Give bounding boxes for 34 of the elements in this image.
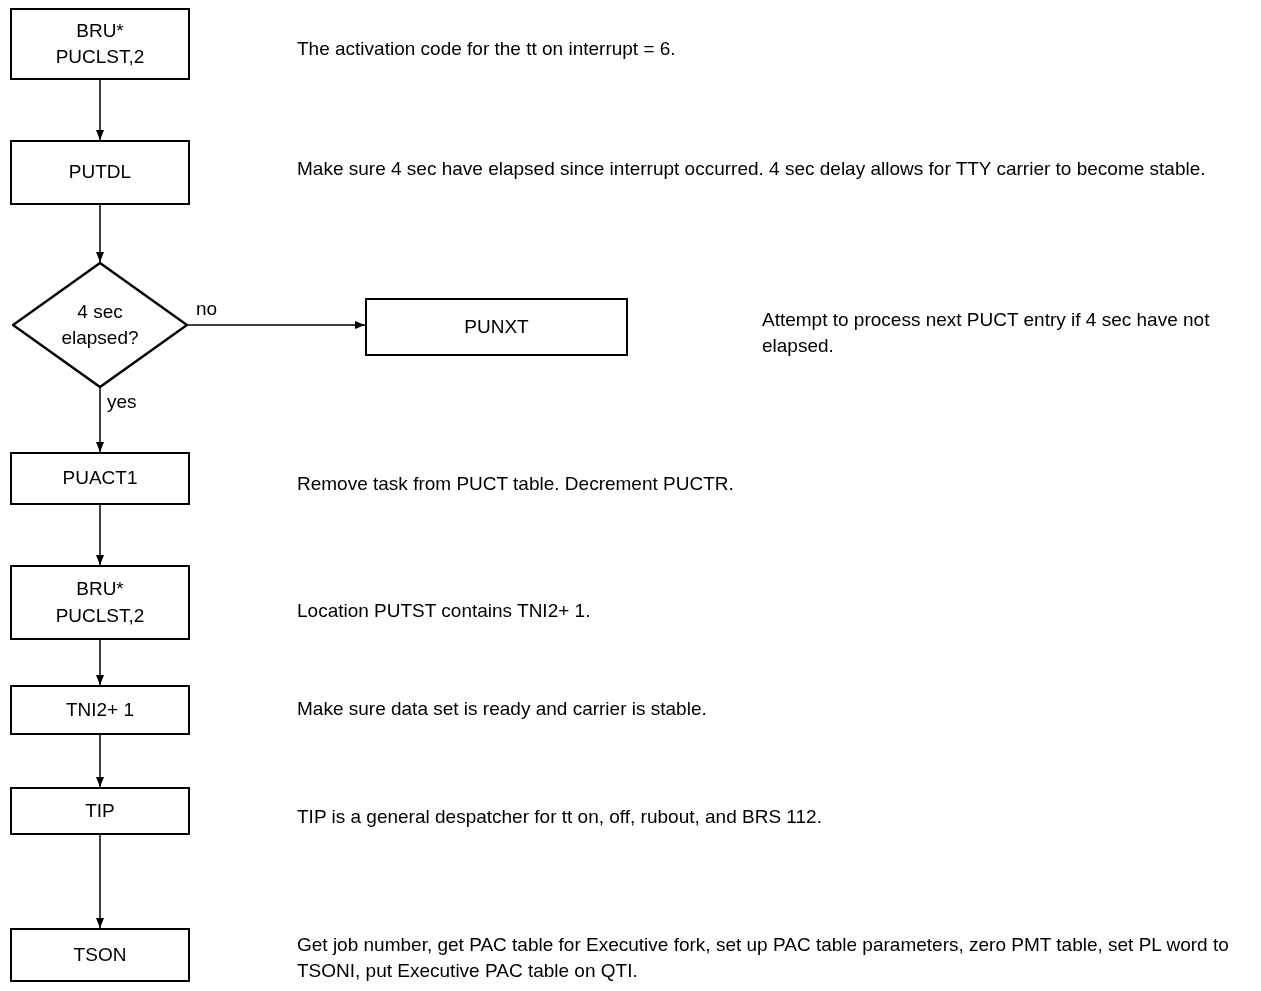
arrow [96,204,104,263]
description-text: Location PUTST contains TNI2+ 1. [297,599,592,623]
node-text: BRU* PUCLST,2 [54,18,146,69]
description-text: The activation code for the tt on interrupt = 6. [297,37,677,61]
description-text: Make sure data set is ready and carrier is stable. [297,697,708,721]
arrow [96,639,104,686]
arrow [96,79,104,141]
process-box [365,298,628,356]
arrow [96,504,104,566]
description-text: Make sure 4 sec have elapsed since interrupt occurred. 4 sec delay allows for TTY carrier to become stable. [297,157,1207,181]
description-text: Remove task from PUCT table. Decrement PUCTR. [297,472,735,496]
description-text: TIP is a general despatcher for tt on, off, rubout, and BRS 112. [297,805,823,829]
decision-diamond [12,262,188,388]
arrow [96,834,104,929]
process-box [10,928,190,982]
process-box [10,8,190,80]
node-text: TNI2+ 1 [64,697,136,722]
arrow [96,734,104,788]
process-box [10,565,190,640]
arrow [187,321,366,329]
node-text: 4 sec elapsed? [60,299,140,350]
description-text: Attempt to process next PUCT entry if 4 sec have not elapsed. [762,308,1211,359]
node-text: PUACT1 [61,466,139,491]
description-text: Get job number, get PAC table for Executive fork, set up PAC table parameters, zero PMT table, set PL word to TSONI, put Executive PAC table on QTI. [297,933,1230,984]
node-text: PUNXT [463,314,530,339]
process-box [10,452,190,505]
arrow [96,387,104,453]
node-text: TSON [72,942,128,967]
process-box [10,685,190,735]
node-text: BRU* PUCLST,2 [54,577,146,628]
node-text: TIP [84,798,116,823]
process-box [10,787,190,835]
node-text: PUTDL [67,160,133,185]
process-box [10,140,190,205]
